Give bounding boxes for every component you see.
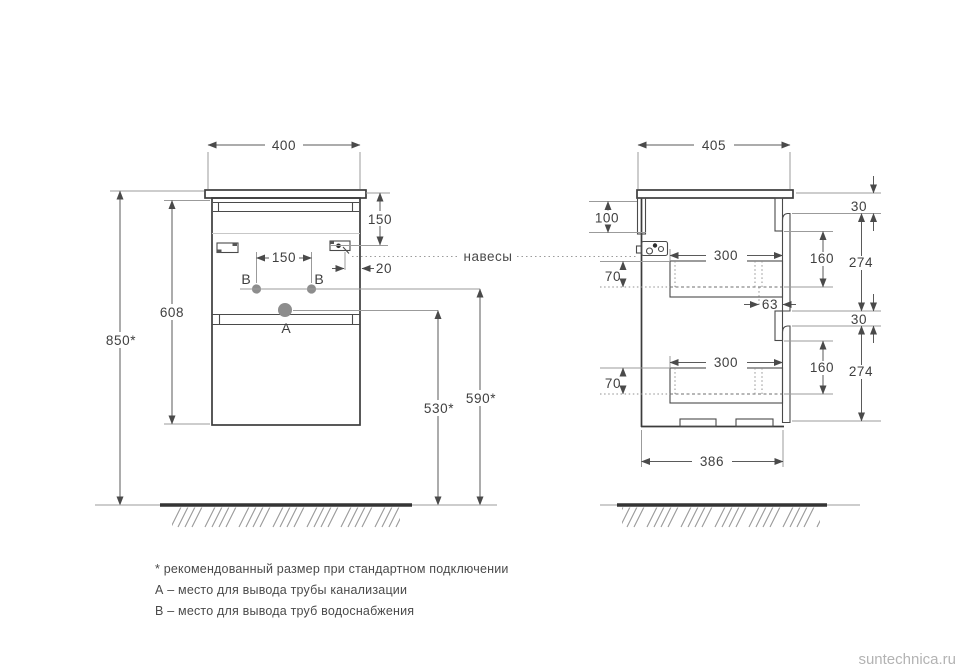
dim-box-depth-2: 300: [669, 355, 783, 370]
svg-text:20: 20: [376, 261, 392, 276]
svg-text:70: 70: [605, 269, 621, 284]
hanger-bracket-icon-side: [635, 240, 669, 257]
svg-text:150: 150: [368, 212, 392, 227]
dim-box-side-2: 160: [784, 340, 840, 395]
svg-text:274: 274: [849, 255, 873, 270]
drawer-box-2: [669, 367, 784, 404]
dim-hanger-inset: 20: [332, 261, 392, 276]
svg-text:400: 400: [272, 138, 296, 153]
watermark: suntechnica.ru: [858, 651, 956, 668]
svg-text:590*: 590*: [466, 391, 496, 406]
hole-label-left: B: [241, 271, 250, 287]
front-rail-mid: [774, 310, 784, 342]
hangers-callout: навесы: [352, 249, 637, 264]
svg-text:300: 300: [714, 248, 738, 263]
dim-box-depth-1: 300: [669, 248, 783, 263]
foot-notch-2: [735, 418, 774, 428]
floor: [95, 503, 860, 529]
svg-text:274: 274: [849, 364, 873, 379]
svg-text:30: 30: [851, 312, 867, 327]
dim-box-top-1: 70: [600, 261, 670, 288]
dim-front-height-2: 274: [792, 325, 881, 422]
floor-hatch-right: [622, 507, 820, 529]
svg-text:160: 160: [810, 360, 834, 375]
dim-base-depth: 386: [641, 430, 784, 469]
svg-text:386: 386: [700, 454, 724, 469]
svg-text:150: 150: [272, 250, 296, 265]
dim-front-height-1: 274: [792, 213, 881, 312]
dim-top-gap: 30: [792, 176, 881, 231]
drawer-front-1: [781, 212, 791, 312]
dim-depth: 405: [637, 137, 791, 189]
hole-label-right: B: [314, 271, 323, 287]
dim-mount-height: 850*: [102, 190, 204, 506]
note-drain: А – место для вывода трубы канализации: [155, 583, 407, 597]
back-rail: [636, 197, 647, 235]
dim-back-rail-height: 100: [589, 201, 646, 233]
dim-body-height: 608: [156, 200, 210, 425]
cabinet-body-front: [211, 197, 361, 426]
svg-text:63: 63: [762, 297, 778, 312]
side-view: 405 100 30 160: [589, 137, 881, 469]
hanger-bracket-icon-right: [329, 240, 351, 254]
note-recommended: * рекомендованный размер при стандартном…: [155, 562, 509, 576]
top-drawer-groove: [213, 201, 359, 213]
dim-drain-height: 530*: [420, 310, 458, 506]
drain-label: A: [281, 320, 291, 336]
svg-text:70: 70: [605, 376, 621, 391]
svg-text:850*: 850*: [106, 333, 136, 348]
countertop-side: [636, 189, 794, 199]
floor-hatch-left: [172, 507, 400, 529]
drawer-box-1: [669, 260, 784, 298]
svg-text:300: 300: [714, 355, 738, 370]
hanger-bracket-icon-left: [216, 242, 239, 254]
drawer-front-2: [781, 325, 791, 424]
front-view: B B A 400 150 20 1: [102, 137, 500, 506]
front-rail-top: [774, 197, 784, 232]
countertop-front: [204, 189, 367, 199]
notes: * рекомендованный размер при стандартном…: [155, 562, 509, 618]
drain-hole-marker: [278, 303, 292, 317]
dim-front-width: 400: [207, 137, 361, 189]
dim-counter-to-hanger: 150: [364, 192, 396, 246]
foot-notch-1: [679, 418, 717, 428]
dim-hole-spacing: 150: [256, 250, 312, 283]
svg-text:160: 160: [810, 251, 834, 266]
dim-box-top-2: 70: [600, 367, 670, 395]
svg-text:405: 405: [702, 138, 726, 153]
svg-text:530*: 530*: [424, 401, 454, 416]
dim-supply-height: 590*: [462, 288, 500, 506]
dim-box-side-1: 160: [784, 231, 840, 288]
svg-text:608: 608: [160, 305, 184, 320]
svg-text:30: 30: [851, 199, 867, 214]
hangers-label: навесы: [464, 249, 513, 264]
svg-text:100: 100: [595, 211, 619, 226]
dim-mid-gap: 30: [792, 294, 881, 343]
dim-back-clearance: 63: [744, 287, 796, 312]
note-supply: В – место для вывода труб водоснабжения: [155, 604, 414, 618]
